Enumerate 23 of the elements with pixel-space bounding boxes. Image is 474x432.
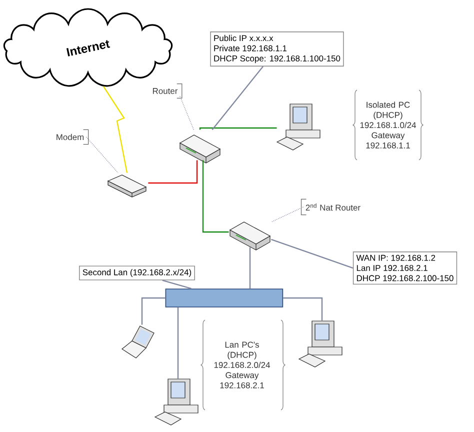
braced-note: Isolated PC (DHCP) 192.168.1.0/24 Gateway 192.168.1.1 <box>352 90 424 160</box>
laptop-drawing <box>122 326 154 358</box>
callout-box: Second Lan (192.168.2.x/24) <box>79 266 195 280</box>
connector-line <box>141 297 166 325</box>
connector-line <box>271 238 354 269</box>
callout-box: WAN IP: 192.168.1.2 Lan IP 192.168.2.1 DHCP 192.168.2.100-150 <box>352 252 458 285</box>
connector-line <box>148 160 198 184</box>
connector-line <box>177 307 179 379</box>
connector-line <box>103 86 128 173</box>
connector-line <box>202 160 229 233</box>
connector-line <box>249 247 251 289</box>
connector-line <box>162 280 192 290</box>
callout-box: Public IP x.x.x.x Private 192.168.1.1 DHCP Scope: 192.168.1.100-150 <box>210 32 344 66</box>
connector-line <box>283 297 323 321</box>
connector-line <box>199 127 277 130</box>
braced-note: Lan PC's (DHCP) 192.168.2.0/24 Gateway 192.168.2.1 <box>200 320 286 410</box>
connector-line <box>212 66 264 130</box>
leader-line <box>180 96 194 130</box>
cable-drawing <box>165 288 284 308</box>
bracket-label: Modem <box>56 129 89 145</box>
bracket-label: 2$^{nd}$ Nat Router <box>300 198 360 216</box>
leader-line <box>86 136 118 174</box>
leader-line <box>270 206 304 222</box>
